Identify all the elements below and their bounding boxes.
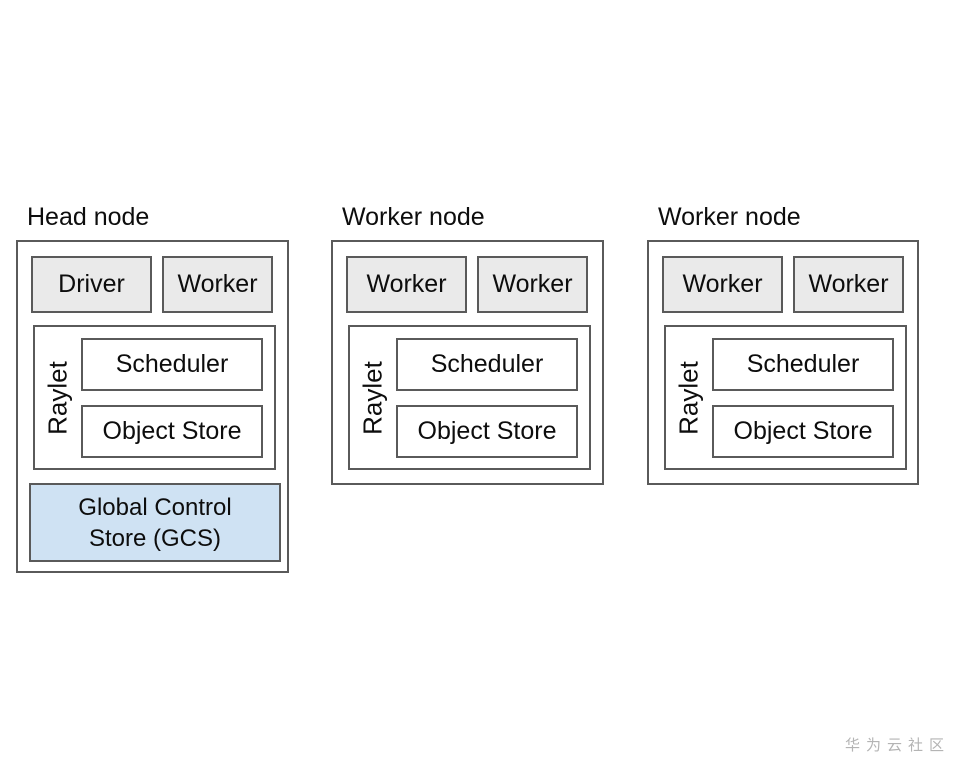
worker-box: Worker [477,256,588,313]
worker-node-2: Worker node Worker Worker Raylet Schedul… [647,202,919,485]
worker-node-2-title: Worker node [658,203,801,231]
gcs-box: Global Control Store (GCS) [29,483,281,562]
watermark: 华为云社区 [844,737,950,754]
scheduler-box: Scheduler [712,338,894,391]
gcs-label-line1: Global Control [78,493,232,521]
raylet-label: Raylet [673,360,704,435]
raylet-box: Raylet Scheduler Object Store [33,325,276,470]
object-store-box: Object Store [81,405,263,458]
object-store-box: Object Store [396,405,578,458]
head-node-box: Driver Worker Raylet Scheduler Object St… [16,240,289,573]
raylet-label: Raylet [42,360,73,435]
worker-box: Worker [662,256,783,313]
worker-node-2-box: Worker Worker Raylet Scheduler Object St… [647,240,919,485]
head-node-title: Head node [27,203,150,231]
raylet-box: Raylet Scheduler Object Store [348,325,591,470]
raylet-label: Raylet [357,360,388,435]
object-store-box: Object Store [712,405,894,458]
worker-box: Worker [162,256,273,313]
worker-box: Worker [793,256,904,313]
scheduler-box: Scheduler [81,338,263,391]
driver-box: Driver [31,256,152,313]
scheduler-box: Scheduler [396,338,578,391]
worker-node-1: Worker node Worker Worker Raylet Schedul… [331,202,604,485]
head-node: Head node Driver Worker Raylet Scheduler… [16,202,289,573]
raylet-box: Raylet Scheduler Object Store [664,325,907,470]
worker-node-1-box: Worker Worker Raylet Scheduler Object St… [331,240,604,485]
worker-box: Worker [346,256,467,313]
worker-node-1-title: Worker node [342,203,485,231]
gcs-label-line2: Store (GCS) [88,524,222,552]
